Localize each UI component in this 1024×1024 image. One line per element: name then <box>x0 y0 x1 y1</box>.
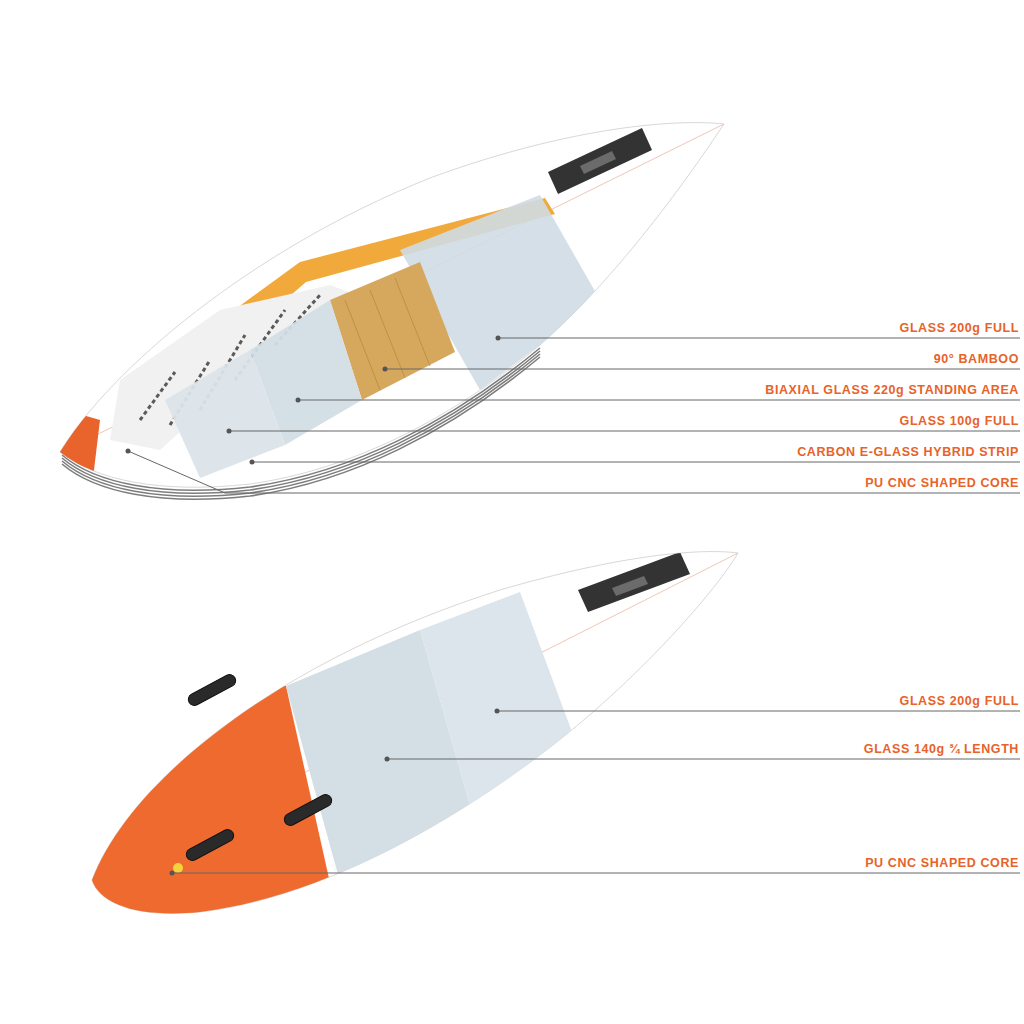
logo-bar <box>548 128 652 194</box>
leader-dot <box>296 398 301 403</box>
glass-layer <box>165 350 285 478</box>
leader-dot <box>170 871 175 876</box>
leader-line <box>387 759 1020 760</box>
callout-label: PU CNC SHAPED CORE <box>864 476 1020 490</box>
leader-dot <box>227 429 232 434</box>
groove <box>140 372 175 420</box>
bottom-layers <box>40 552 738 950</box>
deck-layers <box>30 124 724 520</box>
leader-dot <box>495 709 500 714</box>
callout-label: GLASS 100g FULL <box>899 414 1020 428</box>
leader-dot <box>250 460 255 465</box>
deck-outline <box>60 123 724 488</box>
fin-box <box>184 827 236 862</box>
leader-dot <box>383 367 388 372</box>
grain <box>370 290 405 378</box>
leader-line <box>298 400 1020 401</box>
bottom-outline <box>92 552 738 914</box>
callout-label: GLASS 200g FULL <box>899 321 1020 335</box>
leader-dots <box>126 336 501 876</box>
callout-label: BIAXIAL GLASS 220g STANDING AREA <box>764 383 1020 397</box>
leader-line <box>252 462 1020 463</box>
callout-label: PU CNC SHAPED CORE <box>864 856 1020 870</box>
callout-label: GLASS 200g FULL <box>899 694 1020 708</box>
logo-bar <box>578 552 690 612</box>
fin-box <box>282 792 334 827</box>
leader-line <box>172 873 1020 874</box>
leader-line <box>498 338 1020 339</box>
fin-box <box>186 672 238 707</box>
callout-label: 90° BAMBOO <box>933 352 1020 366</box>
callout-label: CARBON E-GLASS HYBRID STRIP <box>796 445 1020 459</box>
vent-plug <box>173 863 183 873</box>
tail-cap <box>30 400 100 520</box>
leader-dot <box>385 757 390 762</box>
leader-line <box>497 711 1020 712</box>
bamboo-grain <box>345 278 430 390</box>
leader-line <box>229 431 1020 432</box>
logo-mark <box>580 151 616 174</box>
grain <box>395 278 430 366</box>
leader-dot <box>496 336 501 341</box>
bottom-board <box>40 552 738 950</box>
leader-dot <box>126 449 131 454</box>
glass-layer <box>420 592 575 840</box>
logo-mark <box>612 576 648 596</box>
leader-lines <box>128 338 1020 873</box>
fin-boxes <box>184 672 334 862</box>
callout-label: GLASS 140g ¾ LENGTH <box>863 742 1020 756</box>
deck-board <box>30 123 724 520</box>
leader-line <box>385 369 1020 370</box>
